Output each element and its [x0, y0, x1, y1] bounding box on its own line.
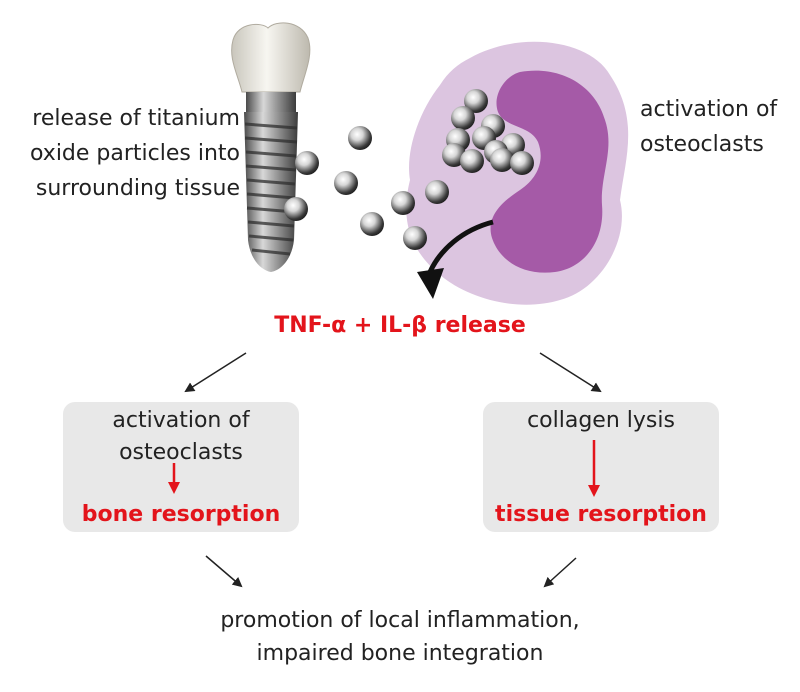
caption-line: release of titanium — [32, 106, 240, 131]
particle-release-caption: release of titanium oxide particles into… — [8, 101, 240, 206]
titanium-particle-icon — [510, 151, 534, 175]
arrow-right-box-to-bottom — [543, 557, 577, 588]
titanium-particle-icon — [490, 148, 514, 172]
titanium-particle-icon — [391, 191, 415, 215]
curved-arrow-head — [417, 268, 444, 299]
implant-threads — [244, 122, 298, 256]
outcome-caption: promotion of local inflammation, impaire… — [100, 604, 700, 670]
arrow-center-to-left-box — [184, 352, 247, 393]
caption-line: impaired bone integration — [256, 641, 544, 666]
tissue-resorption-label: tissue resorption — [495, 502, 707, 527]
implant-abutment — [246, 92, 296, 112]
titanium-particle-icon — [403, 226, 427, 250]
arrow-left-box-to-bottom — [205, 555, 243, 588]
implant-screw — [244, 112, 298, 272]
dental-implant-icon — [231, 22, 311, 272]
osteoclast-activation-caption: activation of osteoclasts — [640, 92, 777, 162]
caption-line: oxide particles into — [30, 141, 240, 166]
titanium-particle-icon — [464, 89, 488, 113]
left-box-line1: activation of — [112, 408, 250, 433]
caption-line: osteoclasts — [640, 132, 764, 157]
osteoclast-nucleus — [490, 70, 609, 273]
implant-crown — [231, 22, 311, 93]
titanium-particle-icon — [348, 126, 372, 150]
caption-line: surrounding tissue — [35, 176, 240, 201]
cytokine-release-label: TNF-α + IL-β release — [274, 313, 526, 338]
caption-line: promotion of local inflammation, — [220, 608, 580, 633]
titanium-particle-icon — [334, 171, 358, 195]
titanium-particle-icon — [284, 197, 308, 221]
titanium-particle-icon — [360, 212, 384, 236]
left-box — [63, 402, 299, 532]
caption-line: activation of — [640, 97, 778, 122]
bone-resorption-label: bone resorption — [81, 502, 281, 527]
titanium-particle-icon — [295, 151, 319, 175]
titanium-particle-icon — [425, 180, 449, 204]
curved-arrow-icon — [427, 219, 494, 274]
titanium-particle-icon — [451, 106, 475, 130]
titanium-particle-icon — [460, 149, 484, 173]
arrow-center-to-right-box — [539, 352, 602, 393]
titanium-particles — [284, 89, 534, 250]
left-box-line2: osteoclasts — [119, 440, 243, 465]
right-box — [483, 402, 719, 532]
right-box-line1: collagen lysis — [527, 408, 675, 433]
